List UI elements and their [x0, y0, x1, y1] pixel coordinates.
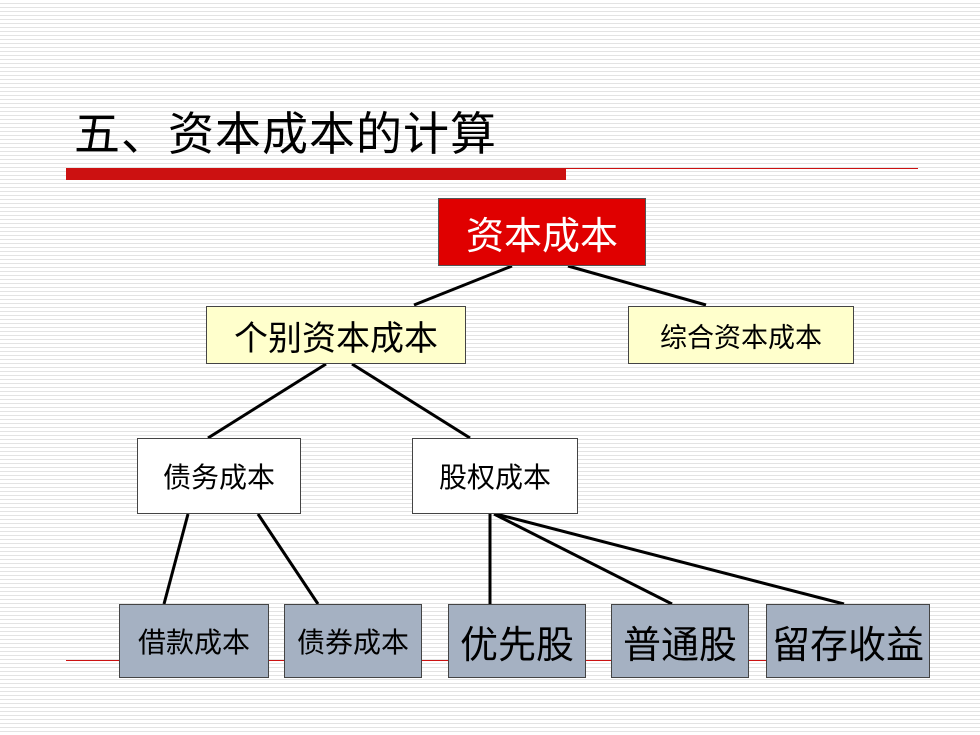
title-underline-thick	[66, 168, 566, 180]
edge-equity-retained	[495, 512, 845, 606]
edge-equity-common	[493, 512, 673, 606]
node-retained: 留存收益	[766, 604, 930, 678]
edge-debt-bond	[256, 513, 320, 605]
edge-root-composite	[567, 264, 707, 307]
node-debt: 债务成本	[137, 438, 301, 514]
node-common: 普通股	[611, 604, 749, 678]
node-preferred: 优先股	[448, 604, 586, 678]
node-composite: 综合资本成本	[628, 306, 854, 364]
node-root: 资本成本	[438, 198, 646, 266]
node-loan: 借款成本	[119, 604, 269, 678]
title-underline-thin	[566, 168, 918, 169]
node-individual: 个别资本成本	[206, 306, 466, 364]
edge-debt-loan	[162, 513, 190, 605]
node-bond: 债券成本	[284, 604, 422, 678]
edge-individual-equity	[351, 362, 471, 440]
edge-individual-debt	[207, 362, 327, 440]
page-title: 五、资本成本的计算	[74, 107, 497, 161]
edge-root-individual	[413, 264, 513, 307]
node-equity: 股权成本	[412, 438, 578, 514]
